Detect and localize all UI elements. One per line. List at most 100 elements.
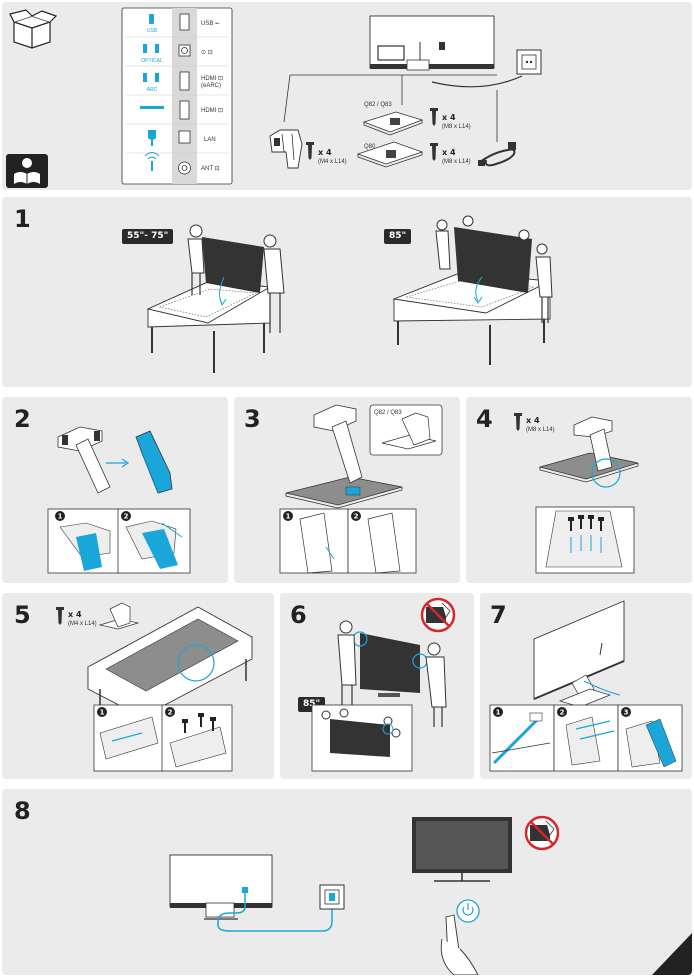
tv-front-8 — [412, 817, 512, 882]
components-illustration: USB OPTICAL ARC USB ⭠ ⊙ ⊡ HDMI ⊡ (eARC) … — [6, 7, 542, 188]
step-5-sub-1: 1 — [100, 709, 105, 717]
screw-m4-icon — [306, 142, 314, 160]
step-7-panel: 7 1 2 3 — [480, 593, 692, 779]
components-panel: USB OPTICAL ARC USB ⭠ ⊙ ⊡ HDMI ⊡ (eARC) … — [2, 2, 692, 190]
box-icon — [9, 9, 58, 49]
step-7-sub-1: 1 — [496, 709, 501, 717]
step-5-illustration: x 4 (M4 x L14) 1 2 — [56, 602, 253, 772]
screw-s5-icon — [56, 607, 64, 625]
tv-back — [369, 15, 495, 71]
step-3-model-inset: Q82 / Q83 — [369, 404, 443, 456]
step-5-inset-1: 1 — [93, 704, 165, 772]
stand-square-b — [356, 141, 424, 168]
step-5-screw: (M4 x L14) — [68, 621, 97, 627]
stand-square-a — [362, 111, 424, 136]
step-2-illustration: 1 2 — [47, 426, 191, 574]
stand-cover-part — [135, 430, 173, 494]
screw-m8-b-icon — [430, 143, 438, 161]
stand-neck-part — [57, 426, 111, 494]
step-6-illustration — [311, 597, 456, 772]
port-left-label-0: USB — [147, 28, 158, 34]
step-6-inset-85 — [311, 704, 413, 772]
screw-m4-label: (M4 x L14) — [318, 159, 347, 165]
step-3-panel: 3 Q82 / Q83 1 2 — [234, 397, 460, 583]
step-3-model-label: Q82 / Q83 — [374, 410, 402, 416]
read-manual-icon — [6, 154, 48, 188]
tv-standing-7 — [533, 600, 625, 708]
port-left-label-1: OPTICAL — [141, 58, 163, 64]
stand-assembly-4 — [538, 416, 639, 488]
port-right-label-2: HDMI ⊡ — [201, 76, 223, 82]
step-3-illustration: Q82 / Q83 1 2 — [279, 404, 443, 574]
step-6-panel: 6 85" — [280, 593, 474, 779]
step-2-sub-2: 2 — [124, 513, 129, 521]
step-2-number: 2 — [14, 405, 31, 433]
size-tag-85: 85" — [384, 229, 412, 244]
step-4-inset — [535, 506, 635, 574]
step-2-inset-1: 1 — [47, 508, 121, 574]
screw-s4-icon — [514, 413, 522, 431]
tv-back-8 — [169, 854, 273, 920]
step-7-inset-2: 2 — [553, 704, 619, 772]
port-right-sub-2: (eARC) — [201, 83, 221, 89]
step-5-sub-2: 2 — [168, 709, 173, 717]
step-1-number: 1 — [14, 205, 31, 233]
port-right-label-4: LAN — [204, 137, 216, 143]
port-right-label-1: ⊙ ⊡ — [201, 50, 213, 56]
model-b-label: Q80 — [364, 144, 376, 150]
port-right-label-3: HDMI ⊡ — [201, 108, 223, 114]
screw-m8-b-label: (M8 x L14) — [442, 159, 471, 165]
step-8-panel: 8 — [2, 789, 692, 975]
qty-a: x 4 — [442, 113, 456, 122]
page-corner-arrow-icon — [652, 933, 692, 975]
step-4-qty: x 4 — [526, 416, 540, 425]
step-2-inset-2: 2 — [117, 508, 191, 574]
screw-m8-a-icon — [430, 108, 438, 126]
table-tv-flat — [87, 606, 253, 718]
step-5-number: 5 — [14, 601, 31, 629]
step-1-illustration — [146, 215, 553, 373]
step-5-qty: x 4 — [68, 610, 82, 619]
step-7-illustration: 1 2 3 — [489, 600, 683, 772]
step-6-number: 6 — [290, 601, 307, 629]
wall-socket-8-icon — [319, 884, 345, 910]
screw-m8-a-label: (M8 x L14) — [442, 124, 471, 130]
power-cord-icon — [478, 142, 516, 167]
step-2-sub-1: 1 — [58, 513, 63, 521]
port-right-label-5: ANT ⊡ — [201, 166, 220, 172]
port-left-label-2: ARC — [147, 87, 158, 93]
prohibit-touch-screen-icon — [420, 597, 456, 633]
step-4-screw: (M8 x L14) — [526, 427, 555, 433]
step-7-inset-3: 3 — [617, 704, 683, 772]
step-7-sub-3: 3 — [624, 709, 629, 717]
step-7-number: 7 — [490, 601, 507, 629]
prohibit-touch-screen-8-icon — [524, 815, 560, 851]
remote-hand-icon — [440, 899, 480, 975]
step-5-panel: 5 x 4 (M4 x L14) 1 2 — [2, 593, 274, 779]
stand-neck — [269, 129, 303, 169]
step-1-panel: 1 55"- 75" 85" — [2, 197, 692, 387]
step-4-panel: 4 x 4 (M8 x L14) — [466, 397, 692, 583]
tv-carried-left — [187, 224, 285, 333]
step-7-sub-2: 2 — [560, 709, 565, 717]
step-3-number: 3 — [244, 405, 261, 433]
qty-c: x 4 — [318, 148, 332, 157]
step-5-inset-2: 2 — [161, 704, 233, 772]
tv-lifted-6 — [337, 620, 447, 727]
step-4-illustration: x 4 (M8 x L14) — [514, 413, 639, 574]
step-3-inset-1: 1 — [279, 508, 349, 574]
step-8-number: 8 — [14, 797, 31, 825]
step-2-panel: 2 1 2 — [2, 397, 228, 583]
step-3-sub-2: 2 — [354, 513, 359, 521]
step-8-illustration — [169, 815, 692, 975]
step-3-sub-1: 1 — [286, 513, 291, 521]
stand-small-5 — [98, 602, 140, 630]
wall-socket-icon — [516, 49, 542, 75]
step-3-inset-2: 2 — [347, 508, 417, 574]
stand-assembly — [285, 404, 403, 509]
model-a-label: Q82 / Q83 — [364, 102, 392, 108]
size-tag-55-75: 55"- 75" — [122, 229, 174, 244]
port-rows: USB OPTICAL ARC USB ⭠ ⊙ ⊡ HDMI ⊡ (eARC) … — [125, 13, 229, 175]
port-right-label-0: USB ⭠ — [201, 21, 220, 27]
qty-b: x 4 — [442, 148, 456, 157]
